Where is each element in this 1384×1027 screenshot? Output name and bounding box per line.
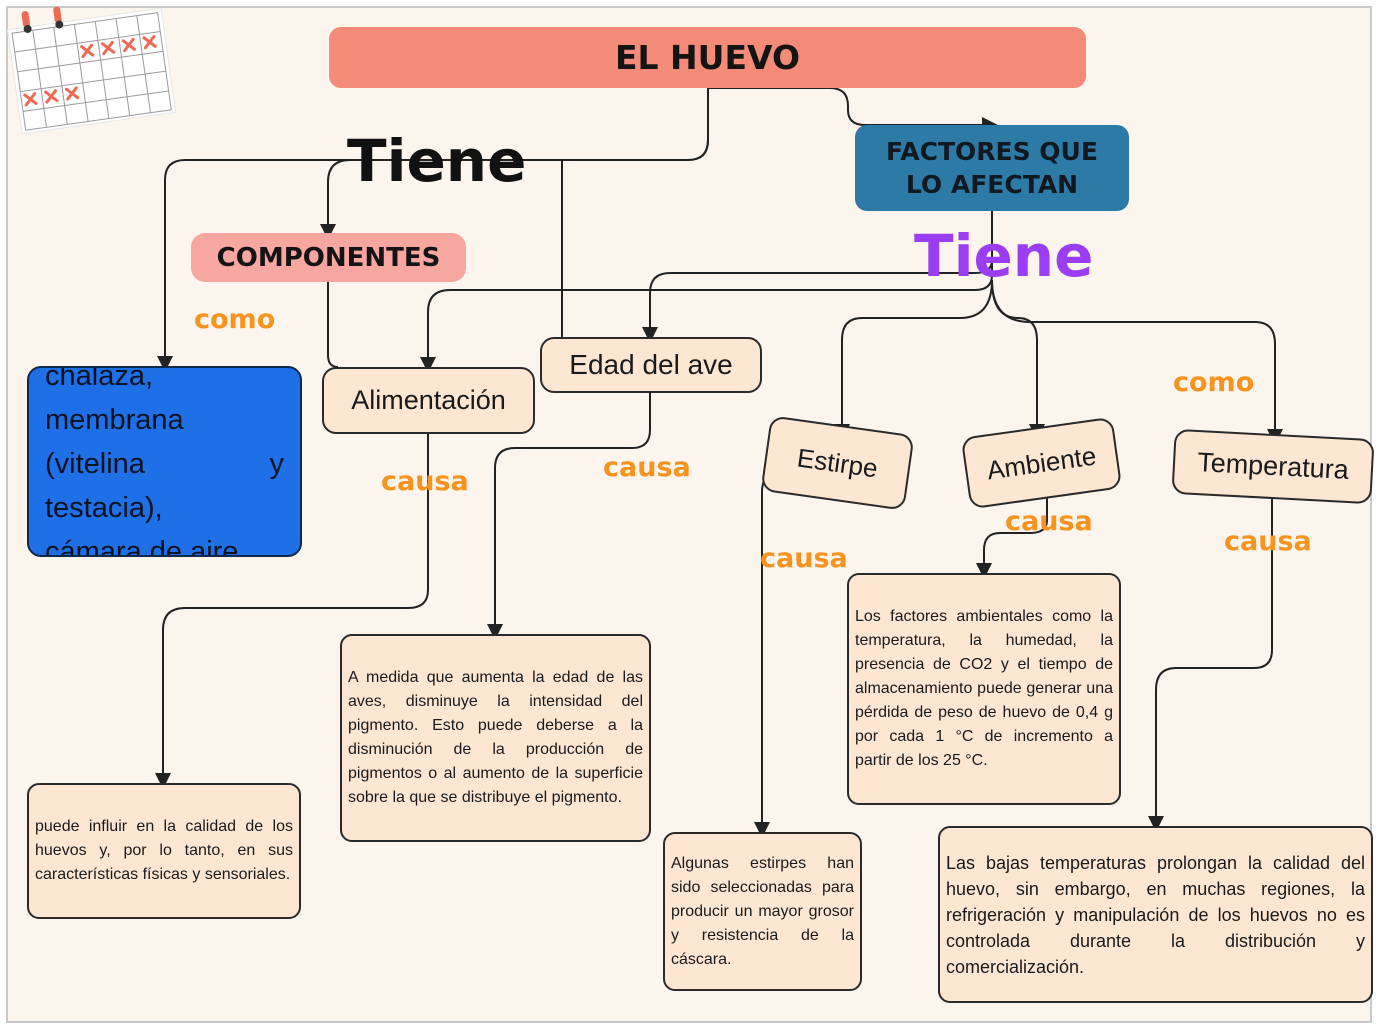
causa-label-ambiente: causa xyxy=(1005,506,1093,537)
description-estirpe: Algunas estirpes han sido seleccionadas … xyxy=(663,832,862,991)
causa-label-temperatura: causa xyxy=(1224,526,1312,557)
componentes-node: COMPONENTES xyxy=(191,233,466,282)
description-alimentacion: puede influir en la calidad de los huevo… xyxy=(27,783,301,919)
como-connector-label-factores: como xyxy=(1173,367,1255,398)
node-edad-del-ave: Edad del ave xyxy=(540,337,762,393)
component-item: (vitelina y xyxy=(45,448,284,480)
component-item: testacia), xyxy=(45,492,163,524)
calendar-icon xyxy=(6,6,177,135)
description-text: Algunas estirpes han sido seleccionadas … xyxy=(671,854,854,968)
node-alimentacion: Alimentación xyxy=(322,367,535,434)
description-text: Los factores ambientales como la tempera… xyxy=(855,608,1113,769)
tiene-connector-label-factores: Tiene xyxy=(914,222,1094,290)
description-edad: A medida que aumenta la edad de las aves… xyxy=(340,634,651,842)
components-list-box: chalaza, membrana (vitelina y testacia),… xyxy=(27,366,302,557)
description-text: A medida que aumenta la edad de las aves… xyxy=(348,669,643,806)
description-text: puede influir en la calidad de los huevo… xyxy=(35,818,293,883)
node-temperatura: Temperatura xyxy=(1171,428,1375,505)
causa-label-edad: causa xyxy=(603,452,691,483)
como-connector-label: como xyxy=(194,304,276,335)
factores-node: FACTORES QUE LO AFECTAN xyxy=(855,125,1129,211)
tiene-connector-label: Tiene xyxy=(347,127,527,195)
causa-label-estirpe: causa xyxy=(760,543,848,574)
description-temperatura: Las bajas temperaturas prolongan la cali… xyxy=(938,826,1373,1003)
main-title: EL HUEVO xyxy=(329,27,1086,88)
component-item: cámara de aire xyxy=(45,536,239,557)
wire-title-to-components-list xyxy=(560,88,709,161)
component-item: chalaza, xyxy=(45,366,154,392)
description-ambiente: Los factores ambientales como la tempera… xyxy=(847,573,1121,805)
causa-label-alimentacion: causa xyxy=(381,466,469,497)
component-item: membrana xyxy=(45,404,184,436)
description-text: Las bajas temperaturas prolongan la cali… xyxy=(946,852,1365,977)
